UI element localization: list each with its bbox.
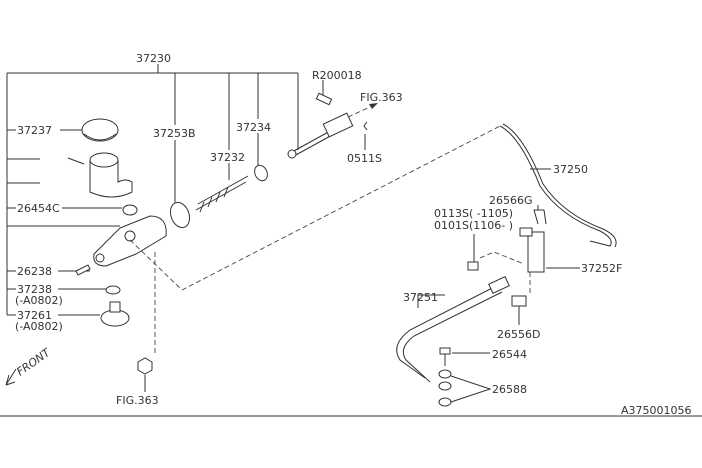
label-26588: 26588 <box>492 383 527 396</box>
reservoir <box>67 152 133 198</box>
label-37250: 37250 <box>553 163 588 176</box>
front-label: FRONT <box>14 346 53 379</box>
bolt <box>467 234 525 271</box>
clutch-hose <box>396 276 510 383</box>
clutch-bracket <box>519 227 580 273</box>
label-fig363-bottom[interactable]: FIG.363 <box>116 394 159 407</box>
front-arrow-icon: FRONT <box>5 346 54 386</box>
union-bolt <box>439 347 490 366</box>
label-37232: 37232 <box>210 151 245 164</box>
clutch-pipe <box>499 123 617 248</box>
washers <box>438 369 492 407</box>
label-37251: 37251 <box>403 291 438 304</box>
bleeder <box>75 264 91 276</box>
label-0511S: 0511S <box>347 152 382 165</box>
hose-clip <box>511 272 531 325</box>
push-rod <box>287 112 354 159</box>
master-cylinder-body <box>93 215 167 267</box>
grommet <box>122 204 138 216</box>
fig363-arrow-top <box>347 103 378 118</box>
seal-ring <box>105 285 121 295</box>
snap-ring <box>254 164 268 182</box>
label-37252F: 37252F <box>581 262 622 275</box>
label-37261-note: (-A0802) <box>15 320 63 333</box>
o-ring-large <box>169 201 191 229</box>
nut-fig363 <box>137 357 153 392</box>
label-37234: 37234 <box>236 121 271 134</box>
label-26544: 26544 <box>492 348 527 361</box>
label-26556D: 26556D <box>497 328 540 341</box>
reservoir-cap <box>81 118 119 142</box>
diagram-id: A375001056 <box>621 404 692 417</box>
label-26454C: 26454C <box>17 202 60 215</box>
assembly-bracket <box>6 64 299 316</box>
reservoir-plug <box>100 301 130 327</box>
clevis-pin <box>315 80 333 106</box>
cotter-pin <box>363 121 368 150</box>
label-26566G: 26566G <box>489 194 533 207</box>
label-26238: 26238 <box>17 265 52 278</box>
routing-dashed-line <box>129 125 501 291</box>
label-R200018: R200018 <box>312 69 362 82</box>
label-fig363-top[interactable]: FIG.363 <box>360 91 403 104</box>
label-37261: 37261 <box>17 309 52 322</box>
label-37230: 37230 <box>136 52 171 65</box>
label-0113S: 0113S( -1105) <box>434 207 513 220</box>
label-37237: 37237 <box>17 124 52 137</box>
label-37238-note: (-A0802) <box>15 294 63 307</box>
clip <box>533 205 547 225</box>
piston-spring <box>195 175 249 213</box>
label-0101S: 0101S(1106- ) <box>434 219 513 232</box>
label-37238: 37238 <box>17 283 52 296</box>
label-37253B: 37253B <box>153 127 196 140</box>
